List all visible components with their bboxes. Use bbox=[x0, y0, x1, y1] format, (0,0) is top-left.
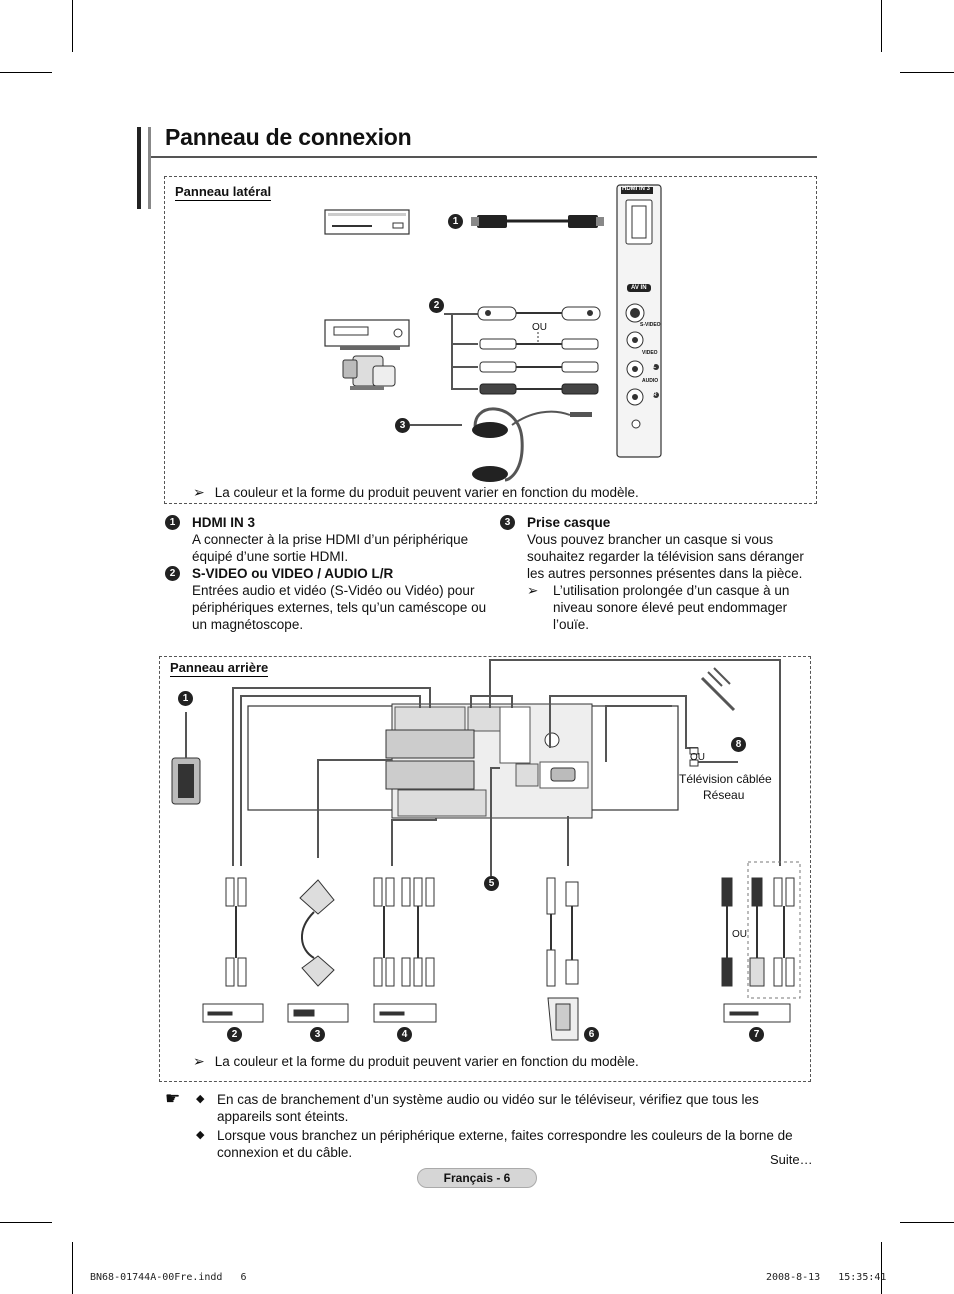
crop-mark bbox=[881, 1242, 882, 1294]
side-l-label: L bbox=[653, 364, 657, 370]
side-panel-note-text: La couleur et la forme du produit peuven… bbox=[214, 485, 639, 500]
diamond-bullet-icon: ◆ bbox=[196, 1093, 205, 1105]
side-panel-diagram bbox=[324, 184, 662, 482]
rear-number-2: 2 bbox=[227, 1027, 242, 1042]
side-number-1: 1 bbox=[448, 214, 463, 229]
title-rule bbox=[151, 156, 817, 158]
rear-number-5: 5 bbox=[484, 876, 499, 891]
desc-number-2: 2 bbox=[165, 566, 180, 581]
rear-devices bbox=[202, 997, 791, 1041]
desc-item-3-title: Prise casque bbox=[527, 515, 611, 530]
rear-number-8: 8 bbox=[731, 737, 746, 752]
rear-number-3: 3 bbox=[310, 1027, 325, 1042]
continued-label: Suite… bbox=[770, 1152, 813, 1167]
page-title: Panneau de connexion bbox=[165, 124, 412, 150]
pointing-hand-icon: ☛ bbox=[165, 1089, 181, 1108]
dvd-player-icon bbox=[324, 209, 410, 235]
rear-panel-box bbox=[159, 656, 811, 1082]
bullet-item: ◆ En cas de branchement d’un système aud… bbox=[196, 1091, 816, 1125]
hdmi-cable-icon bbox=[471, 215, 604, 228]
cable-tv-label: Télévision câblée bbox=[679, 772, 772, 786]
desc-item-1-title: HDMI IN 3 bbox=[192, 515, 256, 530]
desc-item-1: HDMI IN 3 A connecter à la prise HDMI d’… bbox=[192, 514, 492, 565]
side-audio-label: AUDIO bbox=[642, 378, 659, 384]
desc-item-3-note-text: L’utilisation prolongée d’un casque à un… bbox=[553, 583, 790, 632]
crop-mark bbox=[72, 1242, 73, 1294]
rear-number-7: 7 bbox=[749, 1027, 764, 1042]
rear-number-6: 6 bbox=[584, 1027, 599, 1042]
desc-item-2-text: Entrées audio et vidéo (S-Vidéo ou Vidéo… bbox=[192, 583, 487, 632]
rear-number-4: 4 bbox=[397, 1027, 412, 1042]
desc-item-2-title: S-VIDEO ou VIDEO / AUDIO L/R bbox=[192, 566, 394, 581]
side-number-3: 3 bbox=[395, 418, 410, 433]
note-arrow-icon: ➢ bbox=[527, 583, 539, 598]
rear-number-1: 1 bbox=[178, 691, 193, 706]
side-panel-label: Panneau latéral bbox=[175, 184, 272, 201]
rear-cables bbox=[225, 877, 795, 987]
desc-item-3-note: ➢ L’utilisation prolongée d’un casque à … bbox=[527, 582, 807, 633]
side-hdmi-port-label: HDMI IN 3 bbox=[622, 186, 651, 192]
crop-mark bbox=[900, 72, 954, 73]
crop-mark bbox=[72, 0, 73, 52]
side-avin-label: AV IN bbox=[631, 285, 647, 291]
side-or-label: OU bbox=[532, 322, 547, 333]
crop-mark bbox=[881, 0, 882, 52]
note-arrow-icon: ➢ bbox=[193, 1053, 205, 1069]
bullet-text: Lorsque vous branchez un périphérique ex… bbox=[217, 1128, 793, 1160]
rear-or-label-hdmi: OU bbox=[732, 929, 747, 940]
crop-mark bbox=[0, 72, 52, 73]
bullet-item: ◆ Lorsque vous branchez un périphérique … bbox=[196, 1127, 816, 1161]
svideo-cable-icon bbox=[477, 306, 601, 321]
headphones-icon bbox=[472, 407, 592, 482]
side-r-label: R bbox=[653, 392, 657, 398]
tv-side-panel-icon bbox=[616, 184, 662, 458]
antenna-icon bbox=[700, 667, 736, 712]
camcorder-icon bbox=[342, 355, 396, 390]
desc-item-3-text: Vous pouvez brancher un casque si vous s… bbox=[527, 532, 804, 581]
footer-date: 2008-8-13 15:35:41 bbox=[766, 1272, 887, 1283]
side-number-2: 2 bbox=[429, 298, 444, 313]
rear-panel-label: Panneau arrière bbox=[170, 660, 269, 677]
network-label: Réseau bbox=[703, 788, 745, 802]
crop-mark bbox=[900, 1222, 954, 1223]
side-panel-box bbox=[164, 176, 817, 504]
side-svideo-label: S-VIDEO bbox=[640, 322, 661, 328]
title-accent-bar bbox=[137, 127, 151, 209]
rear-panel-diagram bbox=[171, 659, 801, 1041]
rear-panel-note: ➢ La couleur et la forme du produit peuve… bbox=[193, 1053, 639, 1070]
footer-file: BN68-01744A-00Fre.indd 6 bbox=[90, 1272, 247, 1283]
vcr-icon bbox=[324, 319, 410, 350]
side-video-label: VIDEO bbox=[642, 350, 658, 356]
rear-panel-note-text: La couleur et la forme du produit peuven… bbox=[214, 1054, 639, 1069]
rear-or-label-antenna: OU bbox=[690, 752, 705, 763]
crop-mark bbox=[0, 1222, 52, 1223]
bullet-text: En cas de branchement d’un système audio… bbox=[217, 1092, 759, 1124]
side-panel-note: ➢ La couleur et la forme du produit peuve… bbox=[193, 484, 639, 501]
desc-item-1-text: A connecter à la prise HDMI d’un périphé… bbox=[192, 532, 469, 564]
desc-item-2: S-VIDEO ou VIDEO / AUDIO L/R Entrées aud… bbox=[192, 565, 492, 633]
note-arrow-icon: ➢ bbox=[193, 484, 205, 500]
rca-cable-icon bbox=[479, 338, 599, 395]
desc-item-3: Prise casque Vous pouvez brancher un cas… bbox=[527, 514, 819, 582]
desc-number-1: 1 bbox=[165, 515, 180, 530]
diamond-bullet-icon: ◆ bbox=[196, 1129, 205, 1141]
desc-number-3: 3 bbox=[500, 515, 515, 530]
page-label: Français - 6 bbox=[417, 1168, 537, 1188]
